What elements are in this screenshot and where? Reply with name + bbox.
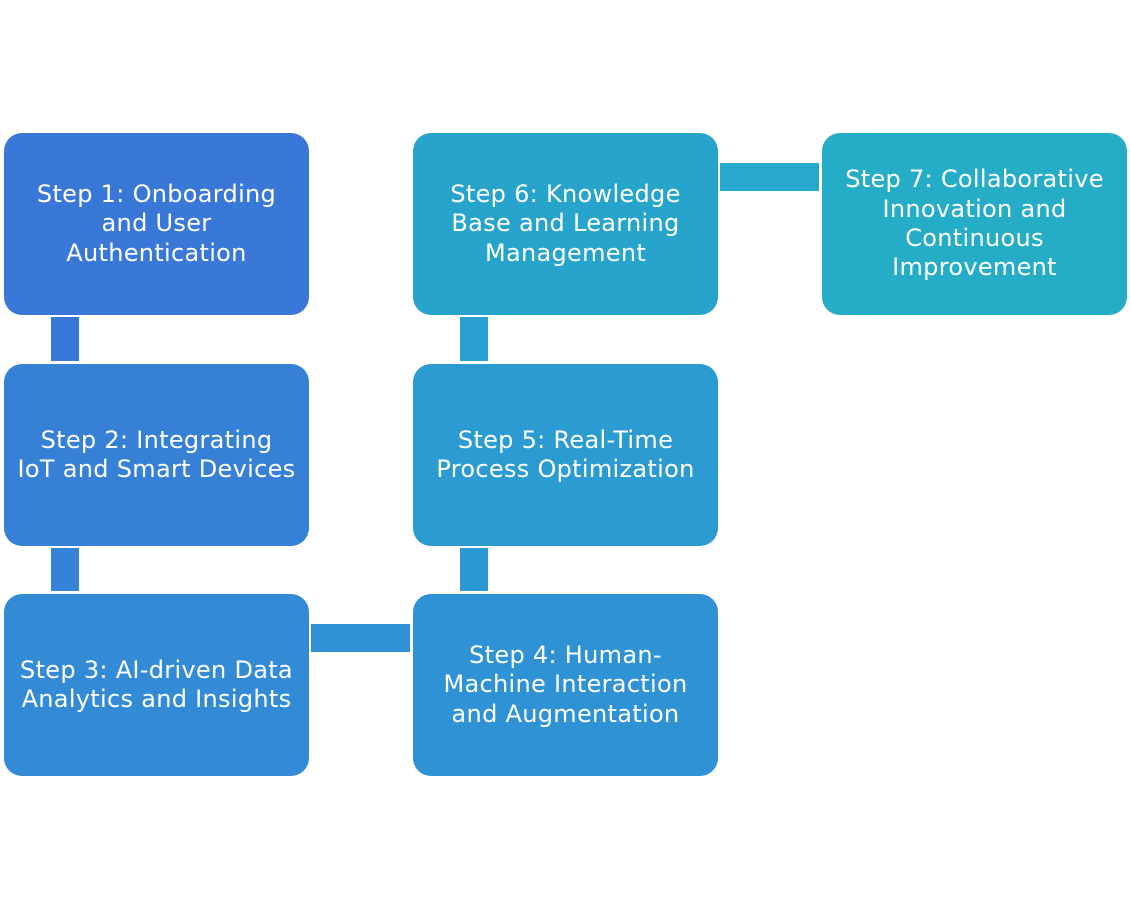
step-2-label: Step 2: Integrating IoT and Smart Device… [17, 425, 296, 483]
step-7-box: Step 7: Collaborative Innovation and Con… [822, 133, 1127, 315]
step-7-label: Step 7: Collaborative Innovation and Con… [845, 165, 1104, 282]
connector-step4-step5 [460, 548, 488, 591]
step-5-label: Step 5: Real-Time Process Optimization [436, 425, 695, 483]
step-6-label: Step 6: Knowledge Base and Learning Mana… [450, 180, 681, 267]
step-1-box: Step 1: Onboarding and User Authenticati… [4, 133, 309, 315]
step-2-box: Step 2: Integrating IoT and Smart Device… [4, 364, 309, 546]
step-5-box: Step 5: Real-Time Process Optimization [413, 364, 718, 546]
connector-step2-step3 [51, 548, 79, 591]
connector-step1-step2 [51, 317, 79, 361]
step-3-label: Step 3: AI-driven Data Analytics and Ins… [20, 655, 293, 713]
step-4-box: Step 4: Human- Machine Interaction and A… [413, 594, 718, 776]
connector-step6-step7 [720, 163, 819, 191]
connector-step3-step4 [311, 624, 410, 652]
step-3-box: Step 3: AI-driven Data Analytics and Ins… [4, 594, 309, 776]
step-4-label: Step 4: Human- Machine Interaction and A… [443, 641, 688, 728]
step-1-label: Step 1: Onboarding and User Authenticati… [36, 180, 277, 267]
step-6-box: Step 6: Knowledge Base and Learning Mana… [413, 133, 718, 315]
connector-step5-step6 [460, 317, 488, 361]
